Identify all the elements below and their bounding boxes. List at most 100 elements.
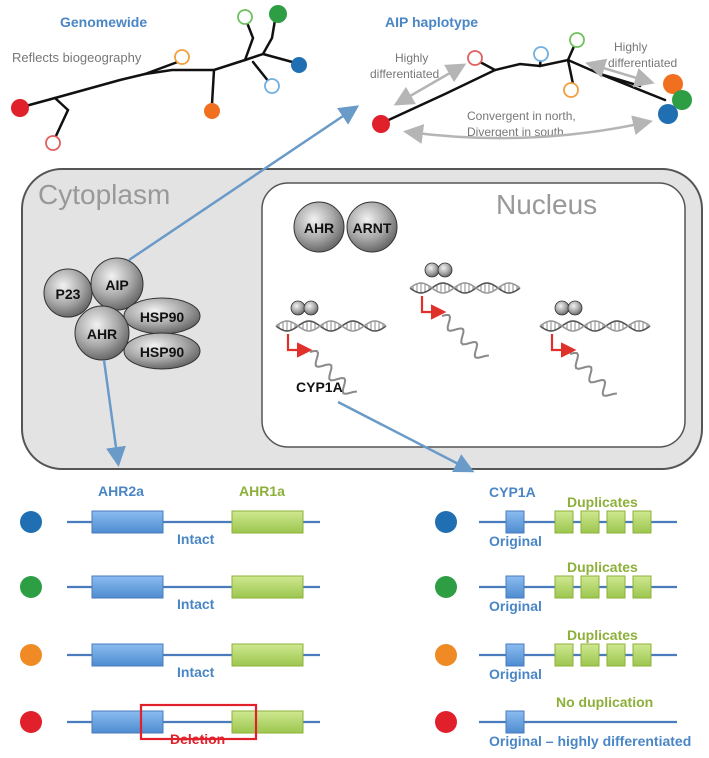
duplicate-exon <box>580 510 600 534</box>
left-diff-line1: Highly <box>395 51 428 65</box>
transcription-units <box>275 262 651 397</box>
genomewide-subtitle: Reflects biogeography <box>12 50 142 65</box>
transcription-unit <box>539 300 651 397</box>
intact-label: Intact <box>177 596 215 612</box>
duplicates-label: Duplicates <box>567 627 638 643</box>
bound-protein <box>424 262 440 278</box>
duplicate-exon <box>554 510 574 534</box>
cytoplasm-label: Cytoplasm <box>38 179 170 210</box>
duplicate-exon <box>606 510 626 534</box>
ahr2a-exon <box>91 643 164 667</box>
cytoplasm-complex: P23 AIP HSP90 HSP90 AHR <box>43 257 201 370</box>
convergent-line1: Convergent in north, <box>467 109 576 123</box>
aip-node-red <box>372 115 390 133</box>
node-red-hollow <box>45 135 61 151</box>
aip-node-green-hollow <box>569 32 585 48</box>
ahr-gene-row: Intact <box>20 643 320 680</box>
cyp1a-to-genes-arrow <box>337 400 475 473</box>
ahr1a-exon <box>231 575 304 599</box>
aip-title: AIP haplotype <box>385 14 478 30</box>
ahr1a-exon <box>231 643 304 667</box>
transcription-arrow <box>286 334 313 358</box>
dna-helix <box>409 282 521 294</box>
mrna-strand <box>569 352 618 397</box>
ahr-gene-row: Intact <box>20 510 320 547</box>
ahr2a-exon <box>91 575 164 599</box>
nuclear-complex: AHR ARNT <box>293 201 398 253</box>
aip-node-blue-hollow <box>533 46 549 62</box>
bound-protein <box>554 300 570 316</box>
node-blue-hollow <box>264 78 280 94</box>
nucleus-label: Nucleus <box>496 189 597 220</box>
right-diff-line2: differentiated <box>608 56 677 70</box>
duplicate-exon <box>606 575 626 599</box>
ahr-protein: AHR <box>87 326 117 342</box>
ahr1a-exon <box>231 510 304 534</box>
node-green-hollow <box>237 9 253 25</box>
transcription-unit <box>409 262 521 359</box>
original-exon <box>505 710 525 734</box>
bound-protein <box>303 300 319 316</box>
ahr1a-exon <box>231 710 304 734</box>
duplicates-label: Duplicates <box>567 559 638 575</box>
no-duplication-label: No duplication <box>556 694 653 710</box>
aip-node-orange-hollow <box>563 82 579 98</box>
original-exon <box>505 510 525 534</box>
mrna-strand <box>309 350 358 395</box>
transcription-arrow <box>550 334 577 358</box>
aip-node-green <box>672 90 692 110</box>
cyp1a-nuclear-label: CYP1A <box>296 379 343 395</box>
duplicates-label: Duplicates <box>567 494 638 510</box>
right-diff-arrow <box>585 58 655 88</box>
arnt-protein: ARNT <box>353 220 392 236</box>
left-diff-arrow <box>393 63 467 106</box>
ahr2a-exon <box>91 710 164 734</box>
population-dot <box>20 644 42 666</box>
mrna-strand <box>441 314 490 359</box>
genomewide-title: Genomewide <box>60 14 147 30</box>
transcription-arrow <box>420 296 447 320</box>
intact-label: Intact <box>177 664 215 680</box>
deletion-box <box>139 703 258 741</box>
aip-node-orange <box>663 74 683 94</box>
ahr2a-exon <box>91 510 164 534</box>
aip-haplotype-tree: AIP haplotype Highly differentiated High… <box>370 14 692 144</box>
duplicate-exon <box>632 643 652 667</box>
transcription-unit <box>275 300 387 395</box>
dna-helix <box>539 320 651 332</box>
intact-label: Intact <box>177 531 215 547</box>
nuclear-ahr-protein: AHR <box>304 220 334 236</box>
left-diff-line2: differentiated <box>370 67 439 81</box>
right-diff-line1: Highly <box>614 40 647 54</box>
ahr-gene-row: Intact <box>20 575 320 612</box>
bound-protein <box>290 300 306 316</box>
population-dot <box>20 511 42 533</box>
bound-protein <box>437 262 453 278</box>
original-label: Original – highly differentiated <box>489 733 691 749</box>
deletion-label: Deletion <box>170 731 225 747</box>
ahr-to-genes-arrow <box>102 359 126 467</box>
node-green <box>269 5 287 23</box>
population-dot <box>435 711 457 733</box>
hsp90-protein-b: HSP90 <box>140 344 185 360</box>
hsp90-protein-a: HSP90 <box>140 309 185 325</box>
duplicate-exon <box>580 643 600 667</box>
ahr1a-label: AHR1a <box>239 483 285 499</box>
population-dot <box>435 644 457 666</box>
original-exon <box>505 575 525 599</box>
original-label: Original <box>489 666 542 682</box>
cyp1a-gene-panel: CYP1A DuplicatesOriginalDuplicatesOrigin… <box>435 484 691 749</box>
node-orange-hollow <box>174 49 190 65</box>
duplicate-exon <box>606 643 626 667</box>
duplicate-exon <box>580 575 600 599</box>
node-orange <box>204 103 220 119</box>
convergent-arrow <box>403 115 653 144</box>
bound-protein <box>567 300 583 316</box>
population-dot <box>435 576 457 598</box>
p23-protein: P23 <box>56 286 81 302</box>
